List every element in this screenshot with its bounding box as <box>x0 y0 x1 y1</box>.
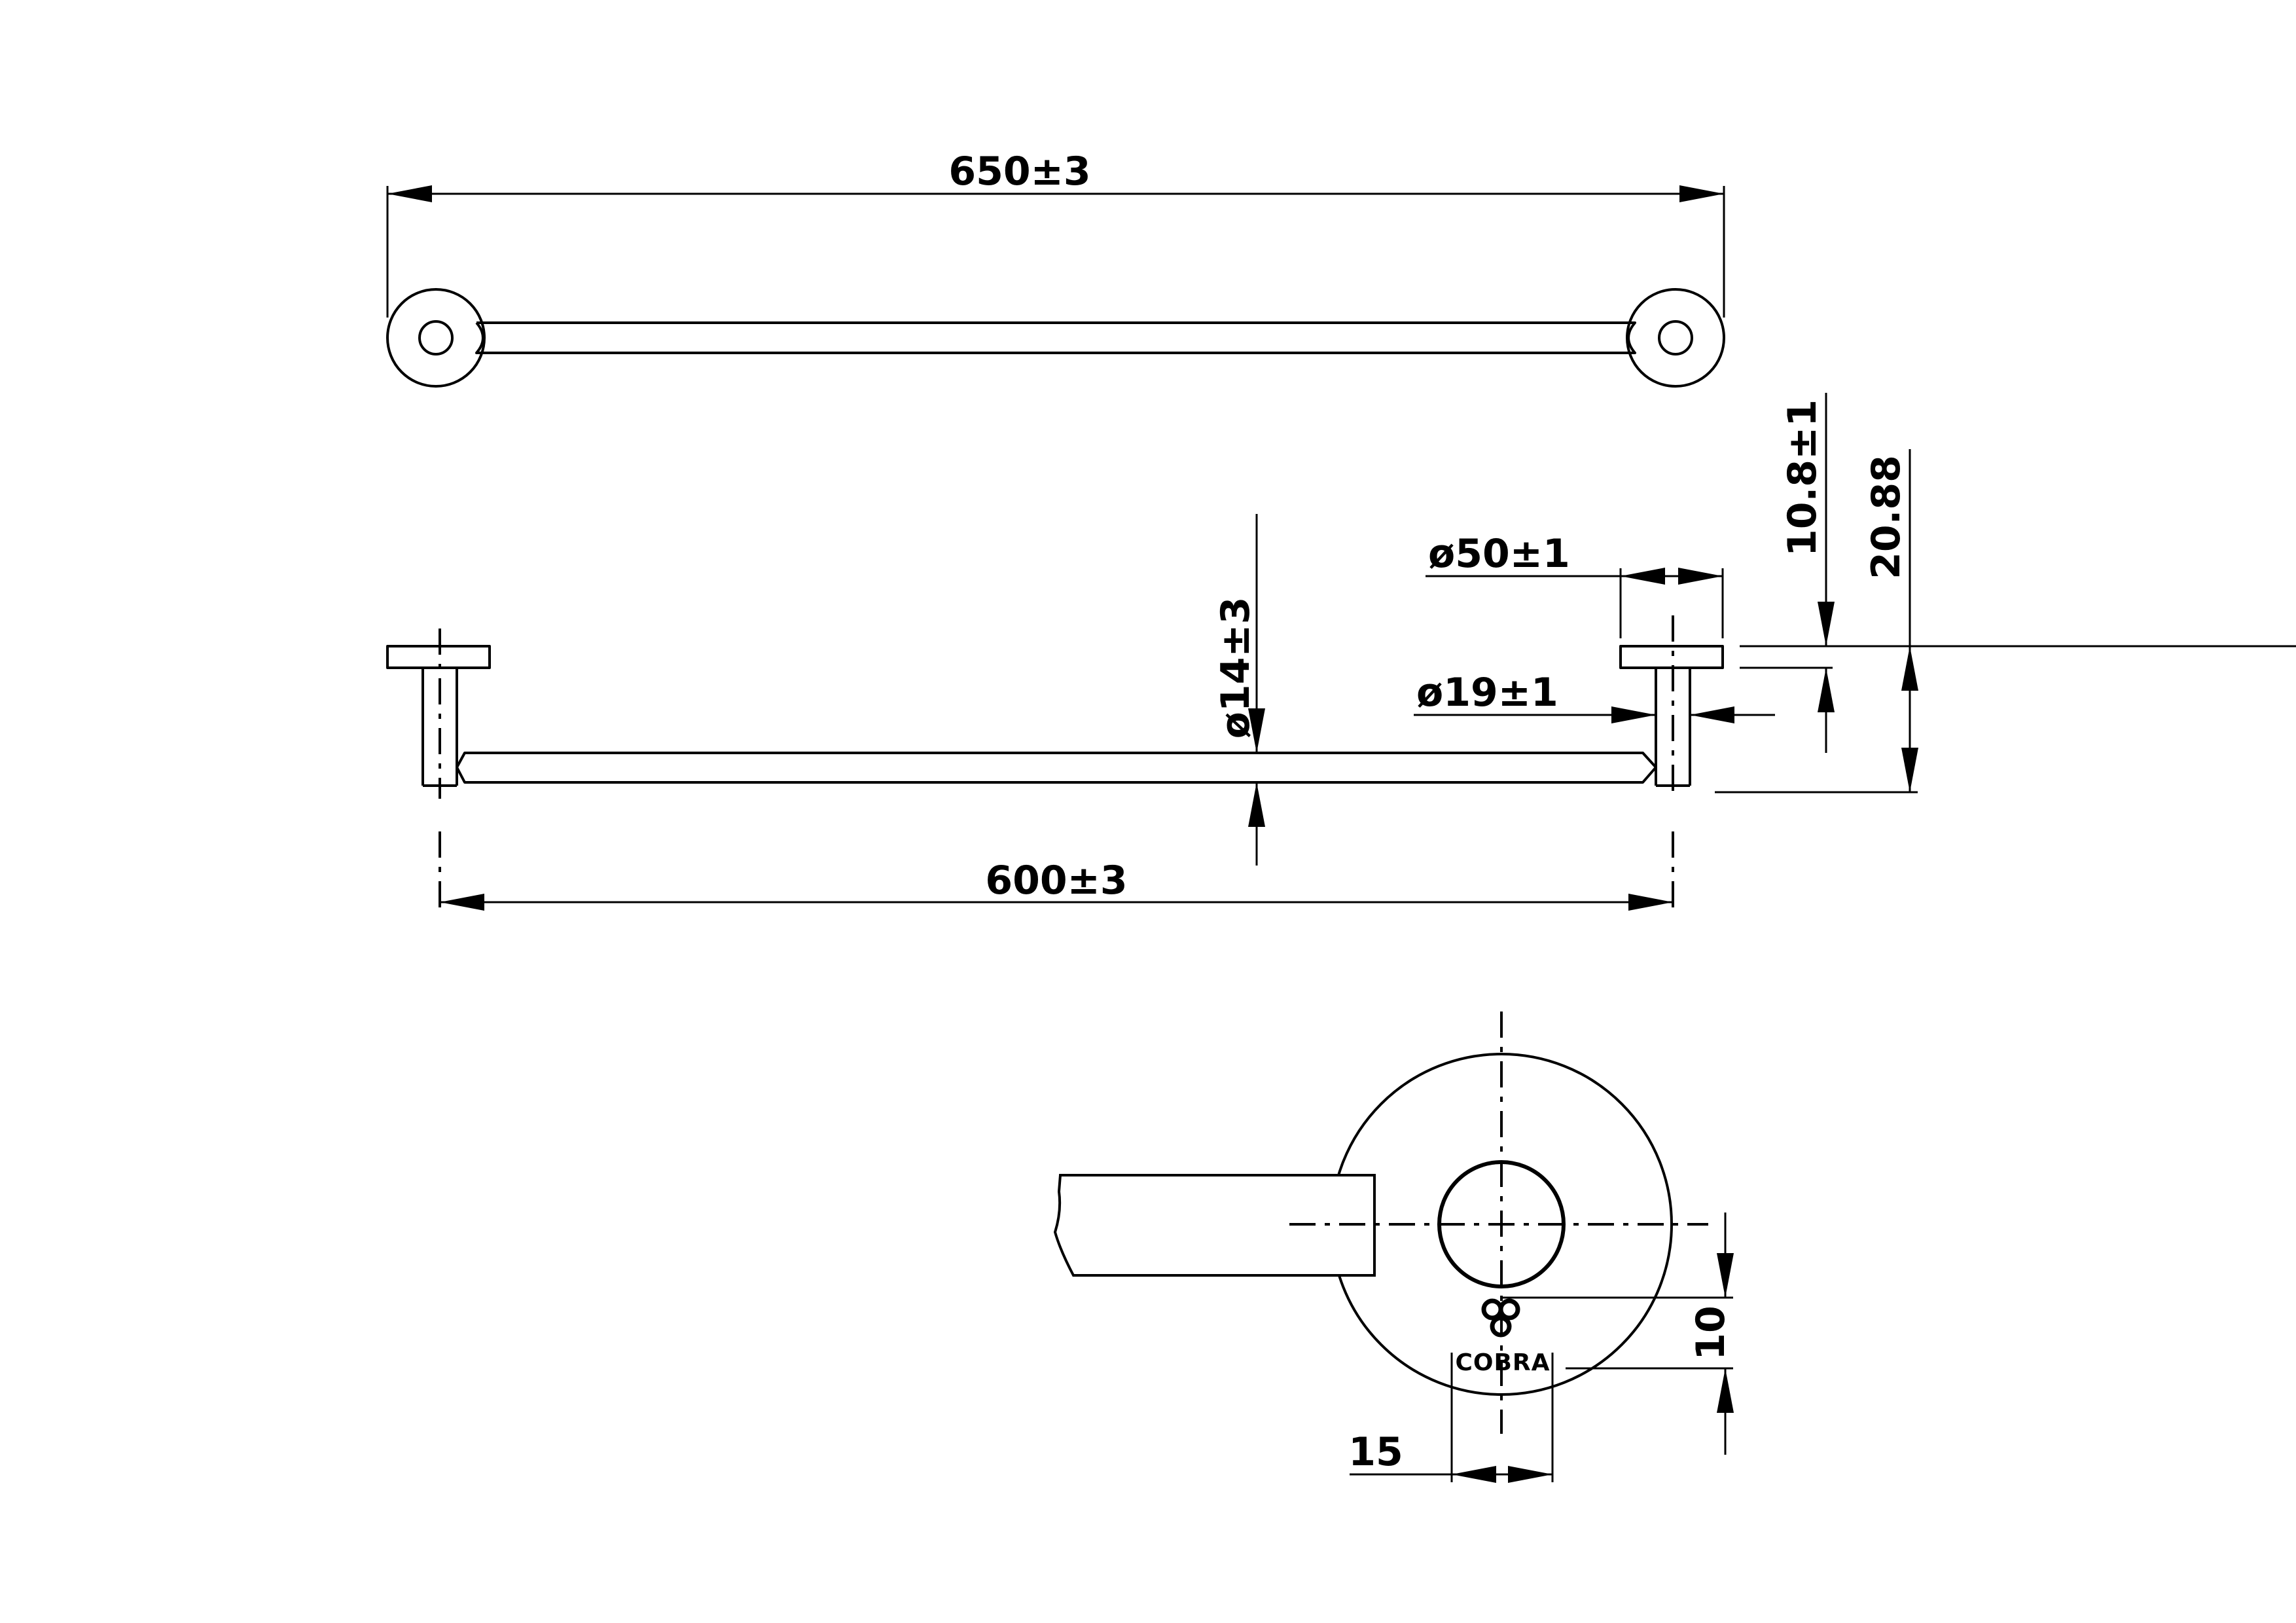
left-post-circle <box>418 320 454 356</box>
right-flange-circle <box>1626 288 1725 388</box>
flange-diameter-label: ø50±1 <box>1428 531 1570 577</box>
cobra-logo-icon: COBRA <box>1455 1298 1550 1376</box>
top-view: 650±3 <box>386 149 1725 388</box>
overall-length-label: 650±3 <box>948 149 1090 194</box>
side-bar <box>1053 1174 1376 1277</box>
front-bar <box>456 752 1657 784</box>
right-post-circle <box>1658 320 1693 356</box>
center-distance-label: 600±3 <box>985 858 1127 903</box>
right-flange-plate <box>1619 645 1724 669</box>
bar-diameter-label: ø14±3 <box>1213 597 1259 739</box>
post-diameter-label: ø19±1 <box>1416 670 1558 716</box>
logo-text: COBRA <box>1455 1349 1550 1376</box>
top-bar <box>475 321 1636 354</box>
total-projection-label: 20.88 <box>1863 455 1909 579</box>
left-flange-circle <box>386 288 486 388</box>
logo-width-label: 15 <box>1348 1429 1403 1475</box>
side-view: COBRA 10 15 <box>1053 1012 1734 1483</box>
flange-thickness-label: 10.8±1 <box>1780 399 1825 556</box>
front-view: 600±3 ø14±3 ø50±1 ø19±1 10.8±1 20.8 <box>386 393 2296 911</box>
logo-height-label: 10 <box>1688 1305 1734 1360</box>
